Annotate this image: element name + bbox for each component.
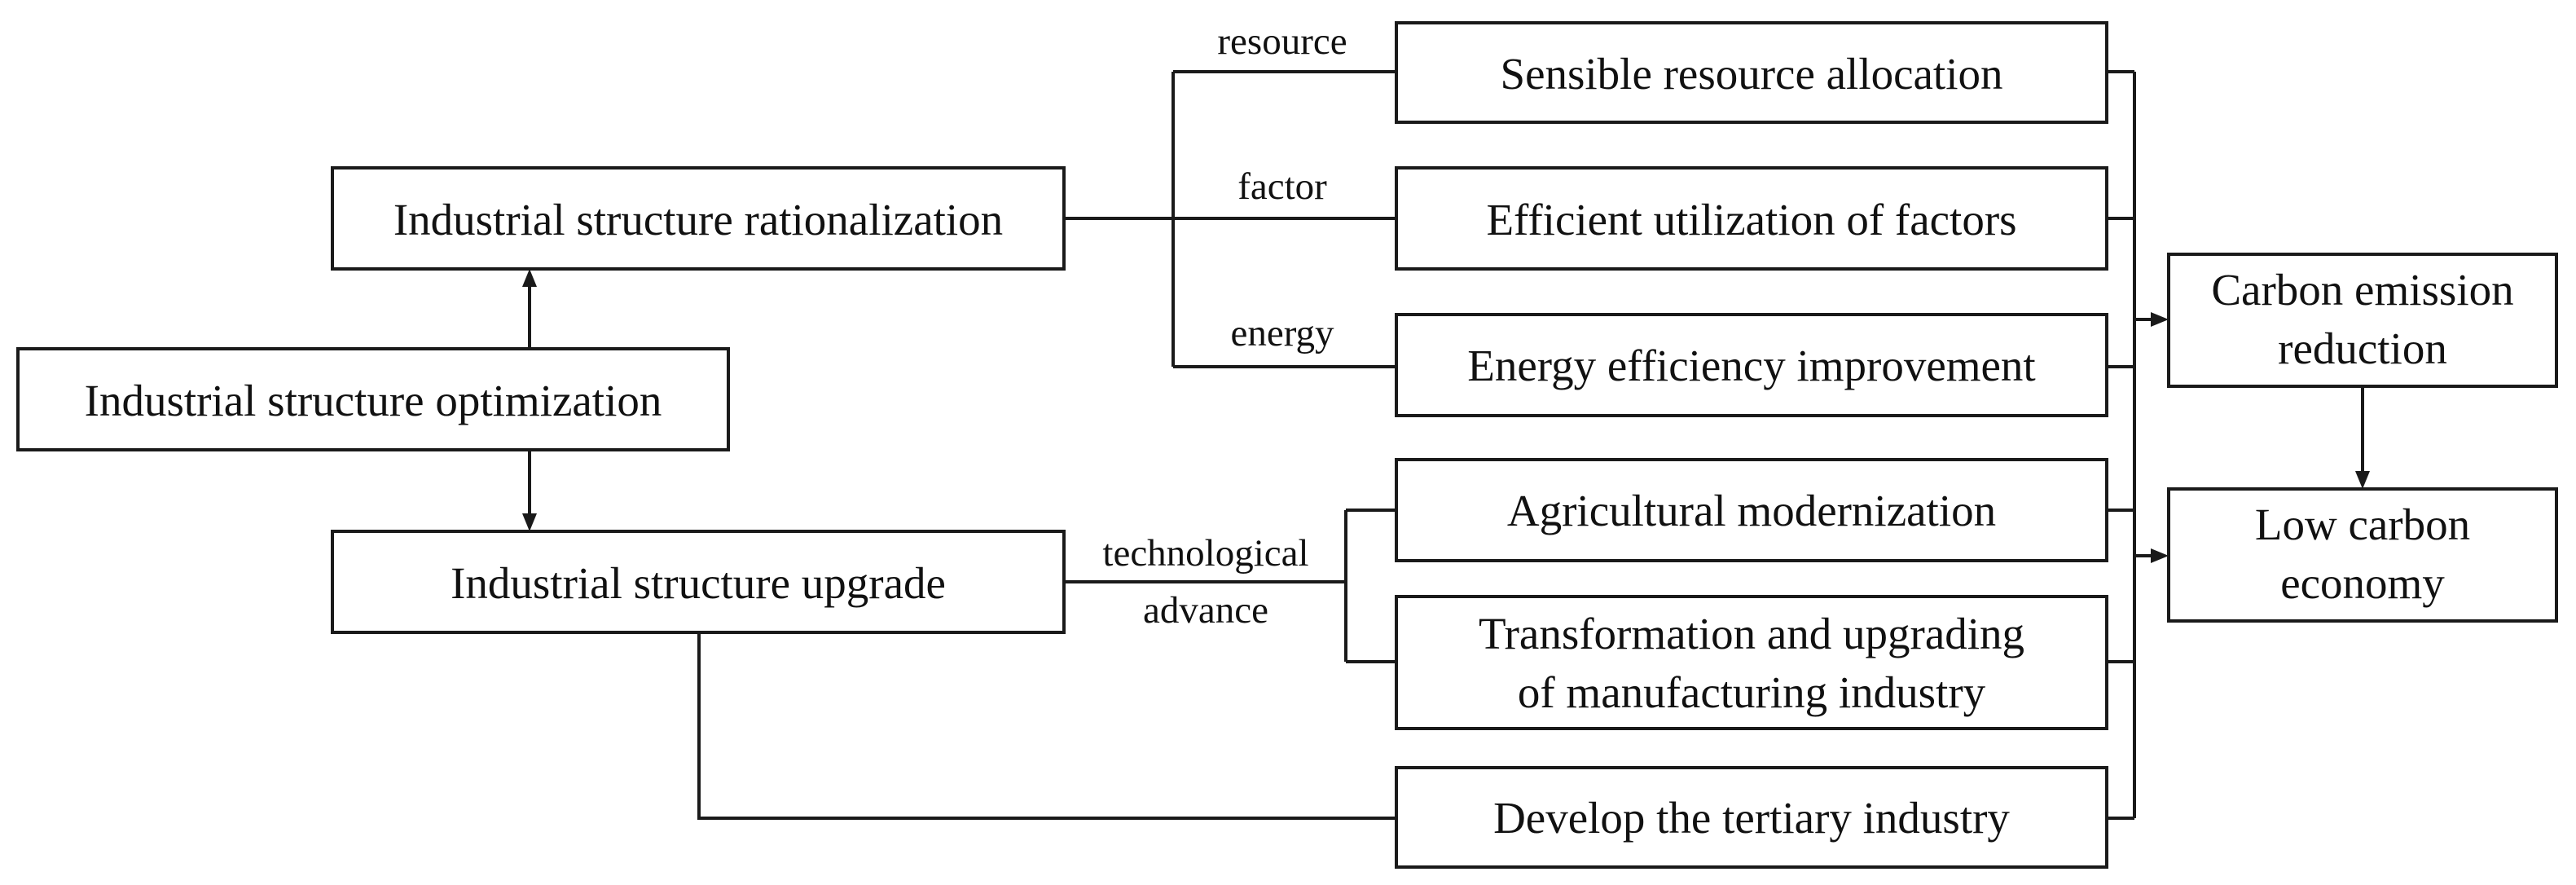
node-tertiary-industry-label: Develop the tertiary industry xyxy=(1493,793,2010,843)
node-optimization: Industrial structure optimization xyxy=(16,347,730,451)
node-manufacturing-upgrade-box xyxy=(1395,595,2108,730)
node-energy-efficiency: Energy efficiency improvement xyxy=(1395,313,2108,417)
node-low-carbon-label-line1: Low carbon xyxy=(2255,500,2470,549)
arrowhead-to-carbon-reduction xyxy=(2151,312,2169,327)
node-rationalization-box xyxy=(331,166,1066,271)
arrowhead-to-rationalization xyxy=(522,269,537,287)
connectors xyxy=(522,70,2370,820)
connector-upgrade-to-tertiary xyxy=(697,632,1396,820)
node-rationalization-label: Industrial structure rationalization xyxy=(393,195,1003,244)
node-optimization-label: Industrial structure optimization xyxy=(85,376,662,425)
node-factor-utilization-label: Efficient utilization of factors xyxy=(1486,195,2016,244)
node-energy-efficiency-label: Energy efficiency improvement xyxy=(1467,341,2035,390)
node-resource-allocation: Sensible resource allocation xyxy=(1395,21,2108,124)
node-upgrade-label: Industrial structure upgrade xyxy=(451,558,946,608)
node-agri-modernization-label: Agricultural modernization xyxy=(1507,486,1996,535)
node-low-carbon-label-line2: economy xyxy=(2280,558,2445,608)
edge-label-advance: advance xyxy=(1143,589,1268,632)
node-carbon-reduction-label-line2: reduction xyxy=(2278,324,2447,373)
node-tertiary-industry: Develop the tertiary industry xyxy=(1395,766,2108,869)
node-resource-allocation-label: Sensible resource allocation xyxy=(1500,49,2002,99)
edge-label-technological: technological xyxy=(1102,532,1308,575)
arrowhead-to-low-carbon xyxy=(2151,548,2169,563)
arrowhead-to-upgrade xyxy=(522,513,537,531)
node-energy-efficiency-box xyxy=(1395,313,2108,417)
node-tertiary-industry-box xyxy=(1395,766,2108,869)
node-resource-allocation-box xyxy=(1395,21,2108,124)
node-manufacturing-upgrade: Transformation and upgrading of manufact… xyxy=(1395,595,2108,730)
edge-label-factor: factor xyxy=(1237,165,1327,208)
node-low-carbon-box xyxy=(2167,487,2558,623)
node-carbon-reduction-label-line1: Carbon emission xyxy=(2211,265,2513,315)
node-carbon-reduction: Carbon emission reduction xyxy=(2167,253,2558,388)
node-carbon-reduction-box xyxy=(2167,253,2558,388)
edge-labels: resource factor energy technological adv… xyxy=(1102,20,1347,632)
node-factor-utilization: Efficient utilization of factors xyxy=(1395,166,2108,271)
arrowhead-carbon-to-low-carbon xyxy=(2355,471,2370,489)
node-low-carbon: Low carbon economy xyxy=(2167,487,2558,623)
edge-label-resource: resource xyxy=(1217,20,1347,63)
node-upgrade: Industrial structure upgrade xyxy=(331,530,1066,634)
node-manufacturing-upgrade-label-line2: of manufacturing industry xyxy=(1518,667,1986,717)
node-rationalization: Industrial structure rationalization xyxy=(331,166,1066,271)
node-optimization-box xyxy=(16,347,730,451)
edge-label-energy: energy xyxy=(1230,312,1334,354)
node-upgrade-box xyxy=(331,530,1066,634)
node-agri-modernization: Agricultural modernization xyxy=(1395,458,2108,562)
node-agri-modernization-box xyxy=(1395,458,2108,562)
node-manufacturing-upgrade-label-line1: Transformation and upgrading xyxy=(1479,609,2024,658)
node-factor-utilization-box xyxy=(1395,166,2108,271)
